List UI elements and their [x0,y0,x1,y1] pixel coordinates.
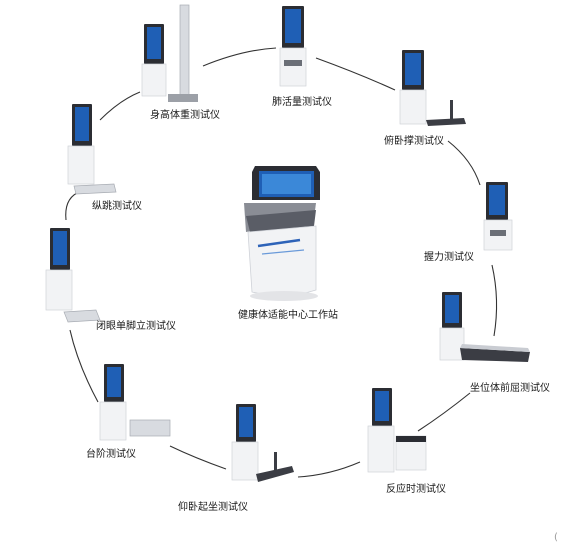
device-step [99,364,171,441]
label-sit-reach: 坐位体前屈测试仪 [470,383,550,394]
central-workstation [244,166,320,301]
device-grip [483,182,513,251]
label-one-leg: 闭眼单脚立测试仪 [96,321,176,332]
corner-mark: ( [554,532,558,543]
label-vital-capacity: 肺活量测试仪 [272,97,332,108]
device-vital-capacity [279,6,307,87]
label-situp: 仰卧起坐测试仪 [178,502,248,513]
device-height-weight [141,4,198,102]
connector-2 [315,57,396,91]
device-reaction [367,388,427,473]
label-jump: 纵跳测试仪 [92,201,142,212]
connector-8 [69,329,99,403]
label-reaction: 反应时测试仪 [386,484,446,495]
label-pushup: 俯卧撑测试仪 [384,136,444,147]
device-situp [231,404,294,482]
label-step: 台阶测试仪 [86,449,136,460]
label-height-weight: 身高体重测试仪 [150,110,220,121]
device-jump [67,104,117,195]
connector-7 [169,445,227,470]
connector-4 [491,264,498,337]
device-pushup [399,50,466,126]
label-grip: 握力测试仪 [424,252,474,263]
connector-5 [417,392,471,432]
connector-3 [447,140,481,186]
device-sit-reach [439,292,530,362]
connector-10 [99,91,141,121]
connector-1 [202,47,277,67]
connector-9 [65,192,78,221]
label-center: 健康体适能中心工作站 [238,310,338,321]
connector-6 [297,461,361,478]
device-one-leg [45,228,101,323]
connector-lines [65,47,498,478]
